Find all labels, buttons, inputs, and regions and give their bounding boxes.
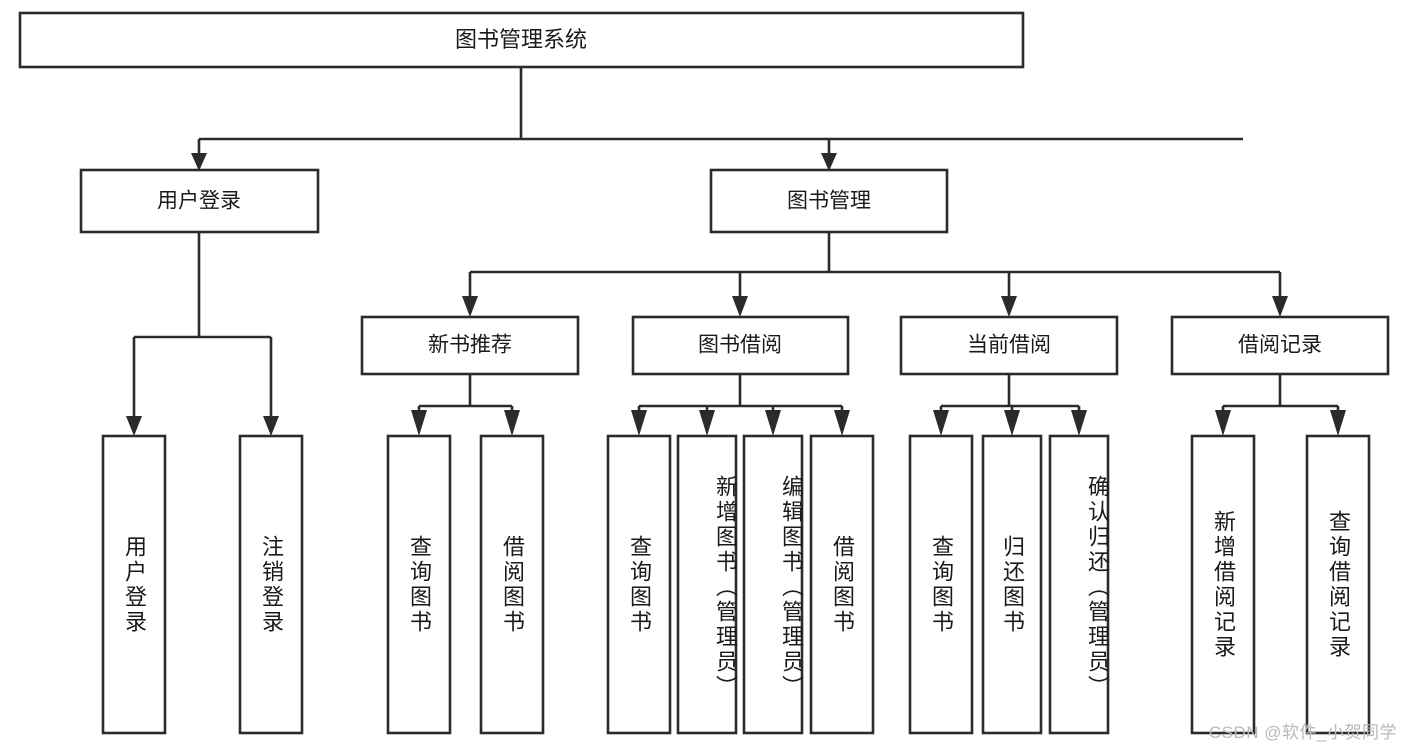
node-user-login[interactable]: 用户登录	[79, 168, 320, 234]
node-borrow-record[interactable]: 借阅记录	[1170, 315, 1390, 376]
node-book-borrow[interactable]: 图书借阅	[631, 315, 850, 376]
leaf-box-add-book-admin[interactable]	[676, 434, 738, 735]
node-user-login-label: 用户登录	[157, 190, 241, 213]
node-root-label: 图书管理系统	[455, 27, 587, 52]
node-borrow-record-label: 借阅记录	[1238, 334, 1322, 357]
node-current-borrow-label: 当前借阅	[967, 334, 1051, 357]
leaf-boxes	[101, 434, 1371, 735]
node-root[interactable]: 图书管理系统	[18, 11, 1025, 69]
leaf-box-borrow-book-2[interactable]	[809, 434, 875, 735]
leaf-box-confirm-return-admin[interactable]	[1048, 434, 1110, 735]
node-root-box[interactable]	[18, 11, 1025, 69]
node-book-borrow-box[interactable]	[631, 315, 850, 376]
leaf-box-logout[interactable]	[238, 434, 304, 735]
connector-bookmanage-to-level3	[462, 232, 1288, 317]
node-borrow-record-box[interactable]	[1170, 315, 1390, 376]
node-current-borrow-box[interactable]	[899, 315, 1119, 376]
node-new-book-recommend[interactable]: 新书推荐	[360, 315, 580, 376]
connector-newbook-to-leaves	[411, 374, 520, 436]
node-user-login-box[interactable]	[79, 168, 320, 234]
leaf-box-return-book[interactable]	[981, 434, 1043, 735]
leaf-box-query-book-2[interactable]	[606, 434, 672, 735]
node-new-book-recommend-label: 新书推荐	[428, 334, 512, 357]
node-new-book-recommend-box[interactable]	[360, 315, 580, 376]
connector-currentborrow-to-leaves	[933, 374, 1087, 436]
node-book-manage-label: 图书管理	[787, 190, 871, 213]
leaf-box-query-book-1[interactable]	[386, 434, 452, 735]
leaf-box-borrow-book-1[interactable]	[479, 434, 545, 735]
node-book-borrow-label: 图书借阅	[698, 334, 782, 357]
connector-userlogin-to-leaves	[126, 232, 279, 436]
connector-root-to-level2	[191, 67, 1243, 171]
connector-bookborrow-to-leaves	[631, 374, 850, 436]
node-current-borrow[interactable]: 当前借阅	[899, 315, 1119, 376]
leaf-box-add-borrow-record[interactable]	[1190, 434, 1256, 735]
leaf-box-query-borrow-record[interactable]	[1305, 434, 1371, 735]
connector-borrowrecord-to-leaves	[1215, 374, 1346, 436]
node-book-manage[interactable]: 图书管理	[709, 168, 949, 234]
csdn-watermark: CSDN @软件_小贺同学	[1208, 723, 1397, 742]
leaf-box-user-login[interactable]	[101, 434, 167, 735]
leaf-box-edit-book-admin[interactable]	[742, 434, 804, 735]
leaf-box-query-book-3[interactable]	[908, 434, 974, 735]
node-book-manage-box[interactable]	[709, 168, 949, 234]
